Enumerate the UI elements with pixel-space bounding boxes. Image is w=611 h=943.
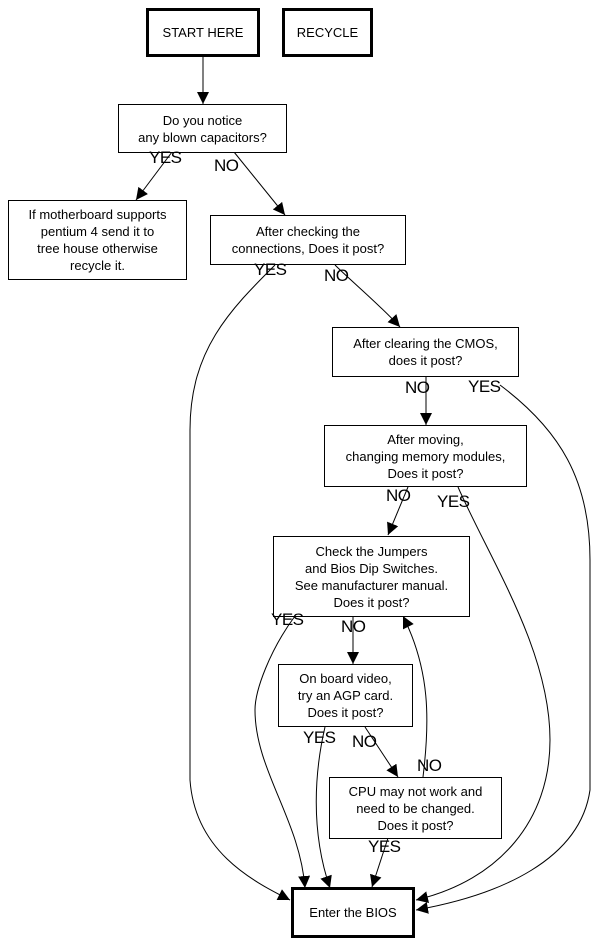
edge-cmos-bios <box>415 384 591 914</box>
node-cpu-change: CPU may not work and need to be changed.… <box>329 777 502 839</box>
label-capacitors-yes: YES <box>149 148 182 167</box>
node-blown-capacitors: Do you notice any blown capacitors? <box>118 104 287 153</box>
edge-video-bios <box>315 726 332 889</box>
edge-video-cpu <box>364 726 399 778</box>
node-enter-bios: Enter the BIOS <box>291 887 415 938</box>
label-cpu-yes: YES <box>368 837 401 856</box>
label-cmos-no: NO <box>405 378 430 397</box>
edge-memory-bios <box>415 486 551 904</box>
label-memory-no: NO <box>386 486 411 505</box>
node-start-here: START HERE <box>146 8 260 57</box>
label-memory-yes: YES <box>437 492 470 511</box>
node-pentium4-send: If motherboard supports pentium 4 send i… <box>8 200 187 280</box>
label-cmos-yes: YES <box>468 377 501 396</box>
label-cpu-no: NO <box>417 756 442 775</box>
node-check-jumpers: Check the Jumpers and Bios Dip Switches.… <box>273 536 470 617</box>
label-video-yes: YES <box>303 728 336 747</box>
node-clear-cmos: After clearing the CMOS, does it post? <box>332 327 519 377</box>
node-check-connections: After checking the connections, Does it … <box>210 215 406 265</box>
label-jumpers-no: NO <box>341 617 366 636</box>
edge-memory-jumpers <box>387 486 409 536</box>
edge-jumpers-bios <box>254 615 311 889</box>
edge-capacitors-connections <box>233 151 286 216</box>
node-memory-modules: After moving, changing memory modules, D… <box>324 425 527 487</box>
edge-cpu-jumpers <box>402 615 428 778</box>
label-connections-no: NO <box>324 266 349 285</box>
node-onboard-video: On board video, try an AGP card. Does it… <box>278 664 413 727</box>
edge-capacitors-p4 <box>135 151 173 201</box>
label-jumpers-yes: YES <box>271 610 304 629</box>
node-recycle: RECYCLE <box>282 8 373 57</box>
edge-connections-bios <box>189 264 291 901</box>
label-video-no: NO <box>352 732 377 751</box>
label-capacitors-no: NO <box>214 156 239 175</box>
edge-cpu-bios <box>370 837 389 888</box>
label-connections-yes: YES <box>254 260 287 279</box>
edge-connections-cmos <box>334 264 401 328</box>
